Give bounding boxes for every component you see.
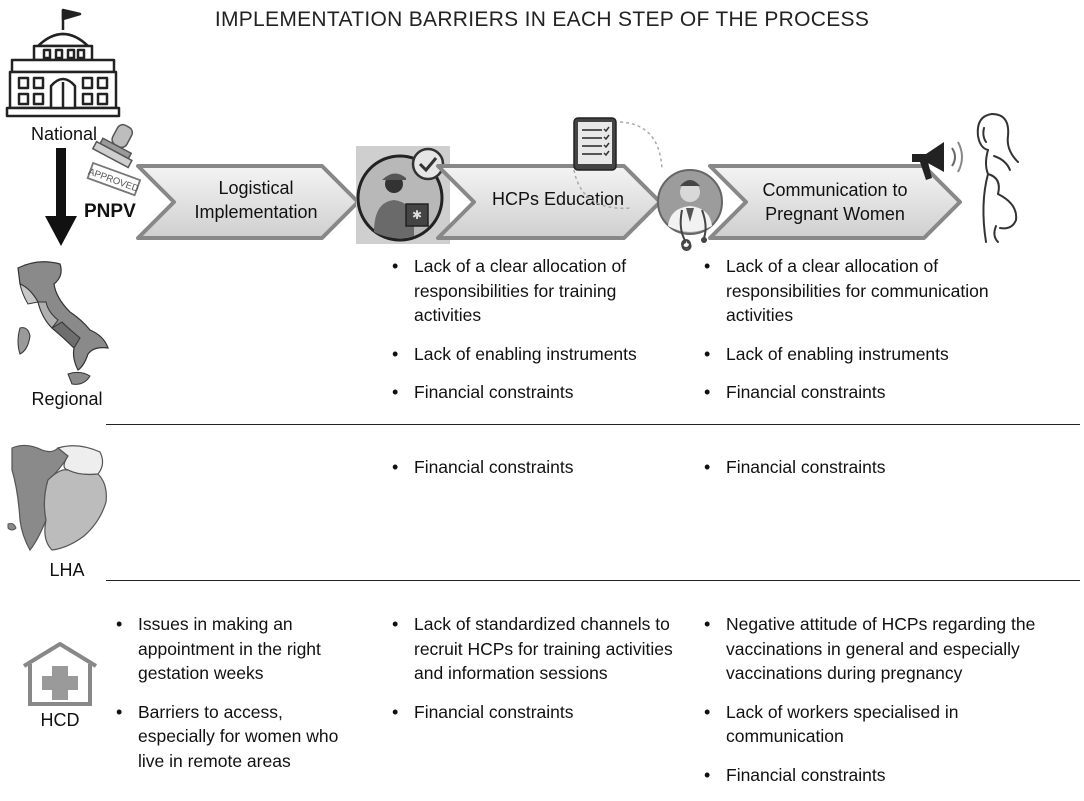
barrier-item: Lack of enabling instruments xyxy=(700,342,1040,367)
barrier-item: Lack of workers specialised in communica… xyxy=(700,700,1070,749)
barrier-item: Financial constraints xyxy=(388,700,678,725)
barriers-lha-communication: Financial constraints xyxy=(700,455,1040,494)
level-label-regional: Regional xyxy=(31,389,103,409)
step-chevron-logistical xyxy=(136,164,360,240)
barriers-hcd-hcps-education: Lack of standardized channels to recruit… xyxy=(388,612,678,738)
barriers-hcd-communication: Negative attitude of HCPs regarding the … xyxy=(700,612,1070,801)
down-arrow-icon xyxy=(45,148,77,246)
barrier-item: Financial constraints xyxy=(388,455,678,480)
row-divider-regional-lha xyxy=(106,424,1080,425)
health-district-icon xyxy=(22,642,98,706)
barrier-item: Barriers to access, especially for women… xyxy=(112,700,364,774)
barrier-item: Financial constraints xyxy=(700,380,1040,405)
barrier-item: Lack of a clear allocation of responsibi… xyxy=(700,254,1040,328)
pregnant-woman-icon xyxy=(976,113,1019,243)
tuscany-map-icon xyxy=(7,444,107,552)
row-divider-lha-hcd xyxy=(106,580,1080,581)
barrier-item: Lack of a clear allocation of responsibi… xyxy=(388,254,678,328)
step-label-logistical: Logistical Implementation xyxy=(194,178,318,222)
megaphone-icon xyxy=(912,141,963,180)
level-label-hcd: HCD xyxy=(40,710,80,730)
tablet-checklist-icon xyxy=(573,117,663,210)
pnpv-label: PNPV xyxy=(84,201,136,222)
svg-text:✱: ✱ xyxy=(412,208,422,222)
italy-map-icon xyxy=(17,261,109,385)
barriers-regional-communication: Lack of a clear allocation of responsibi… xyxy=(700,254,1040,419)
doctor-icon xyxy=(657,169,723,251)
step-chevron-hcps-education xyxy=(436,164,662,240)
barrier-item: Financial constraints xyxy=(388,380,678,405)
level-label-lha: LHA xyxy=(49,560,85,580)
barrier-item: Financial constraints xyxy=(700,763,1070,788)
approved-stamp-icon: APPROVED xyxy=(86,123,142,197)
barriers-hcd-logistical: Issues in making an appointment in the r… xyxy=(112,612,364,787)
vaccine-delivery-worker-icon: ✱ xyxy=(356,146,450,244)
barrier-item: Negative attitude of HCPs regarding the … xyxy=(700,612,1070,686)
step-label-communication: Communication to Pregnant Women xyxy=(762,180,908,224)
barrier-item: Issues in making an appointment in the r… xyxy=(112,612,364,686)
barriers-lha-hcps-education: Financial constraints xyxy=(388,455,678,494)
barriers-regional-hcps-education: Lack of a clear allocation of responsibi… xyxy=(388,254,678,419)
barrier-item: Lack of standardized channels to recruit… xyxy=(388,612,678,686)
barrier-item: Financial constraints xyxy=(700,455,1040,480)
government-building-icon xyxy=(5,8,121,118)
level-label-national: National xyxy=(30,124,98,144)
diagram-title: IMPLEMENTATION BARRIERS IN EACH STEP OF … xyxy=(214,8,870,31)
step-label-hcps-education: HCPs Education xyxy=(491,189,625,209)
barrier-item: Lack of enabling instruments xyxy=(388,342,678,367)
